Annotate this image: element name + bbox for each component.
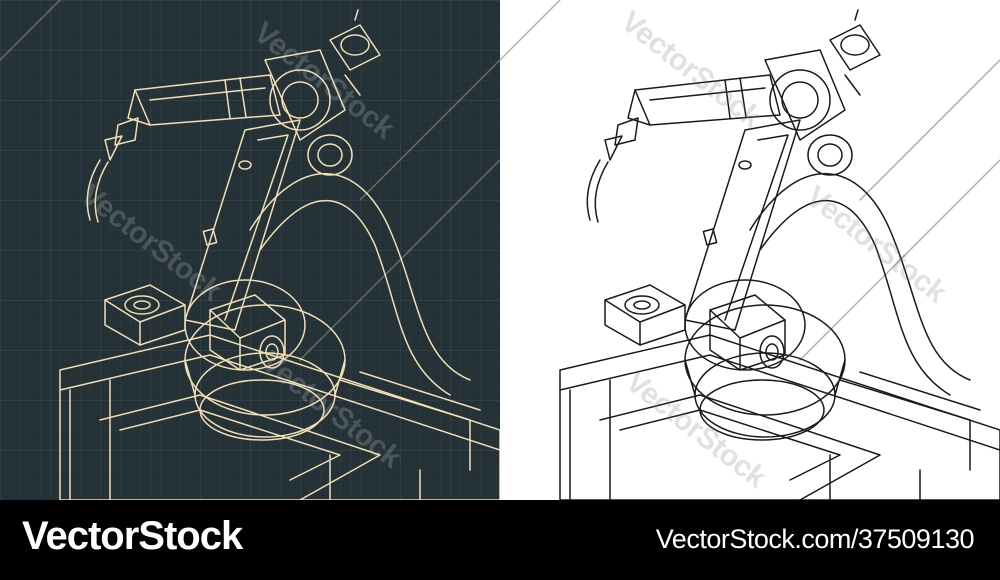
footer-image-credit: VectorStock.com/37509130 [655,524,975,554]
robot-arm-drawing-dark [0,0,500,500]
robot-arm-linework [500,0,1000,500]
blueprint-panel-dark: VectorStock VectorStock VectorStock [0,0,500,500]
blueprint-grid [0,0,500,500]
robot-arm-drawing-light [500,0,1000,500]
blueprint-panel-light: VectorStock VectorStock VectorStock [500,0,1000,500]
footer-brand-logo: VectorStock [22,514,243,558]
robot-arm-linework [0,0,500,500]
light-background [500,0,1000,500]
footer-bar: VectorStock VectorStock.com/37509130 [0,500,1000,580]
